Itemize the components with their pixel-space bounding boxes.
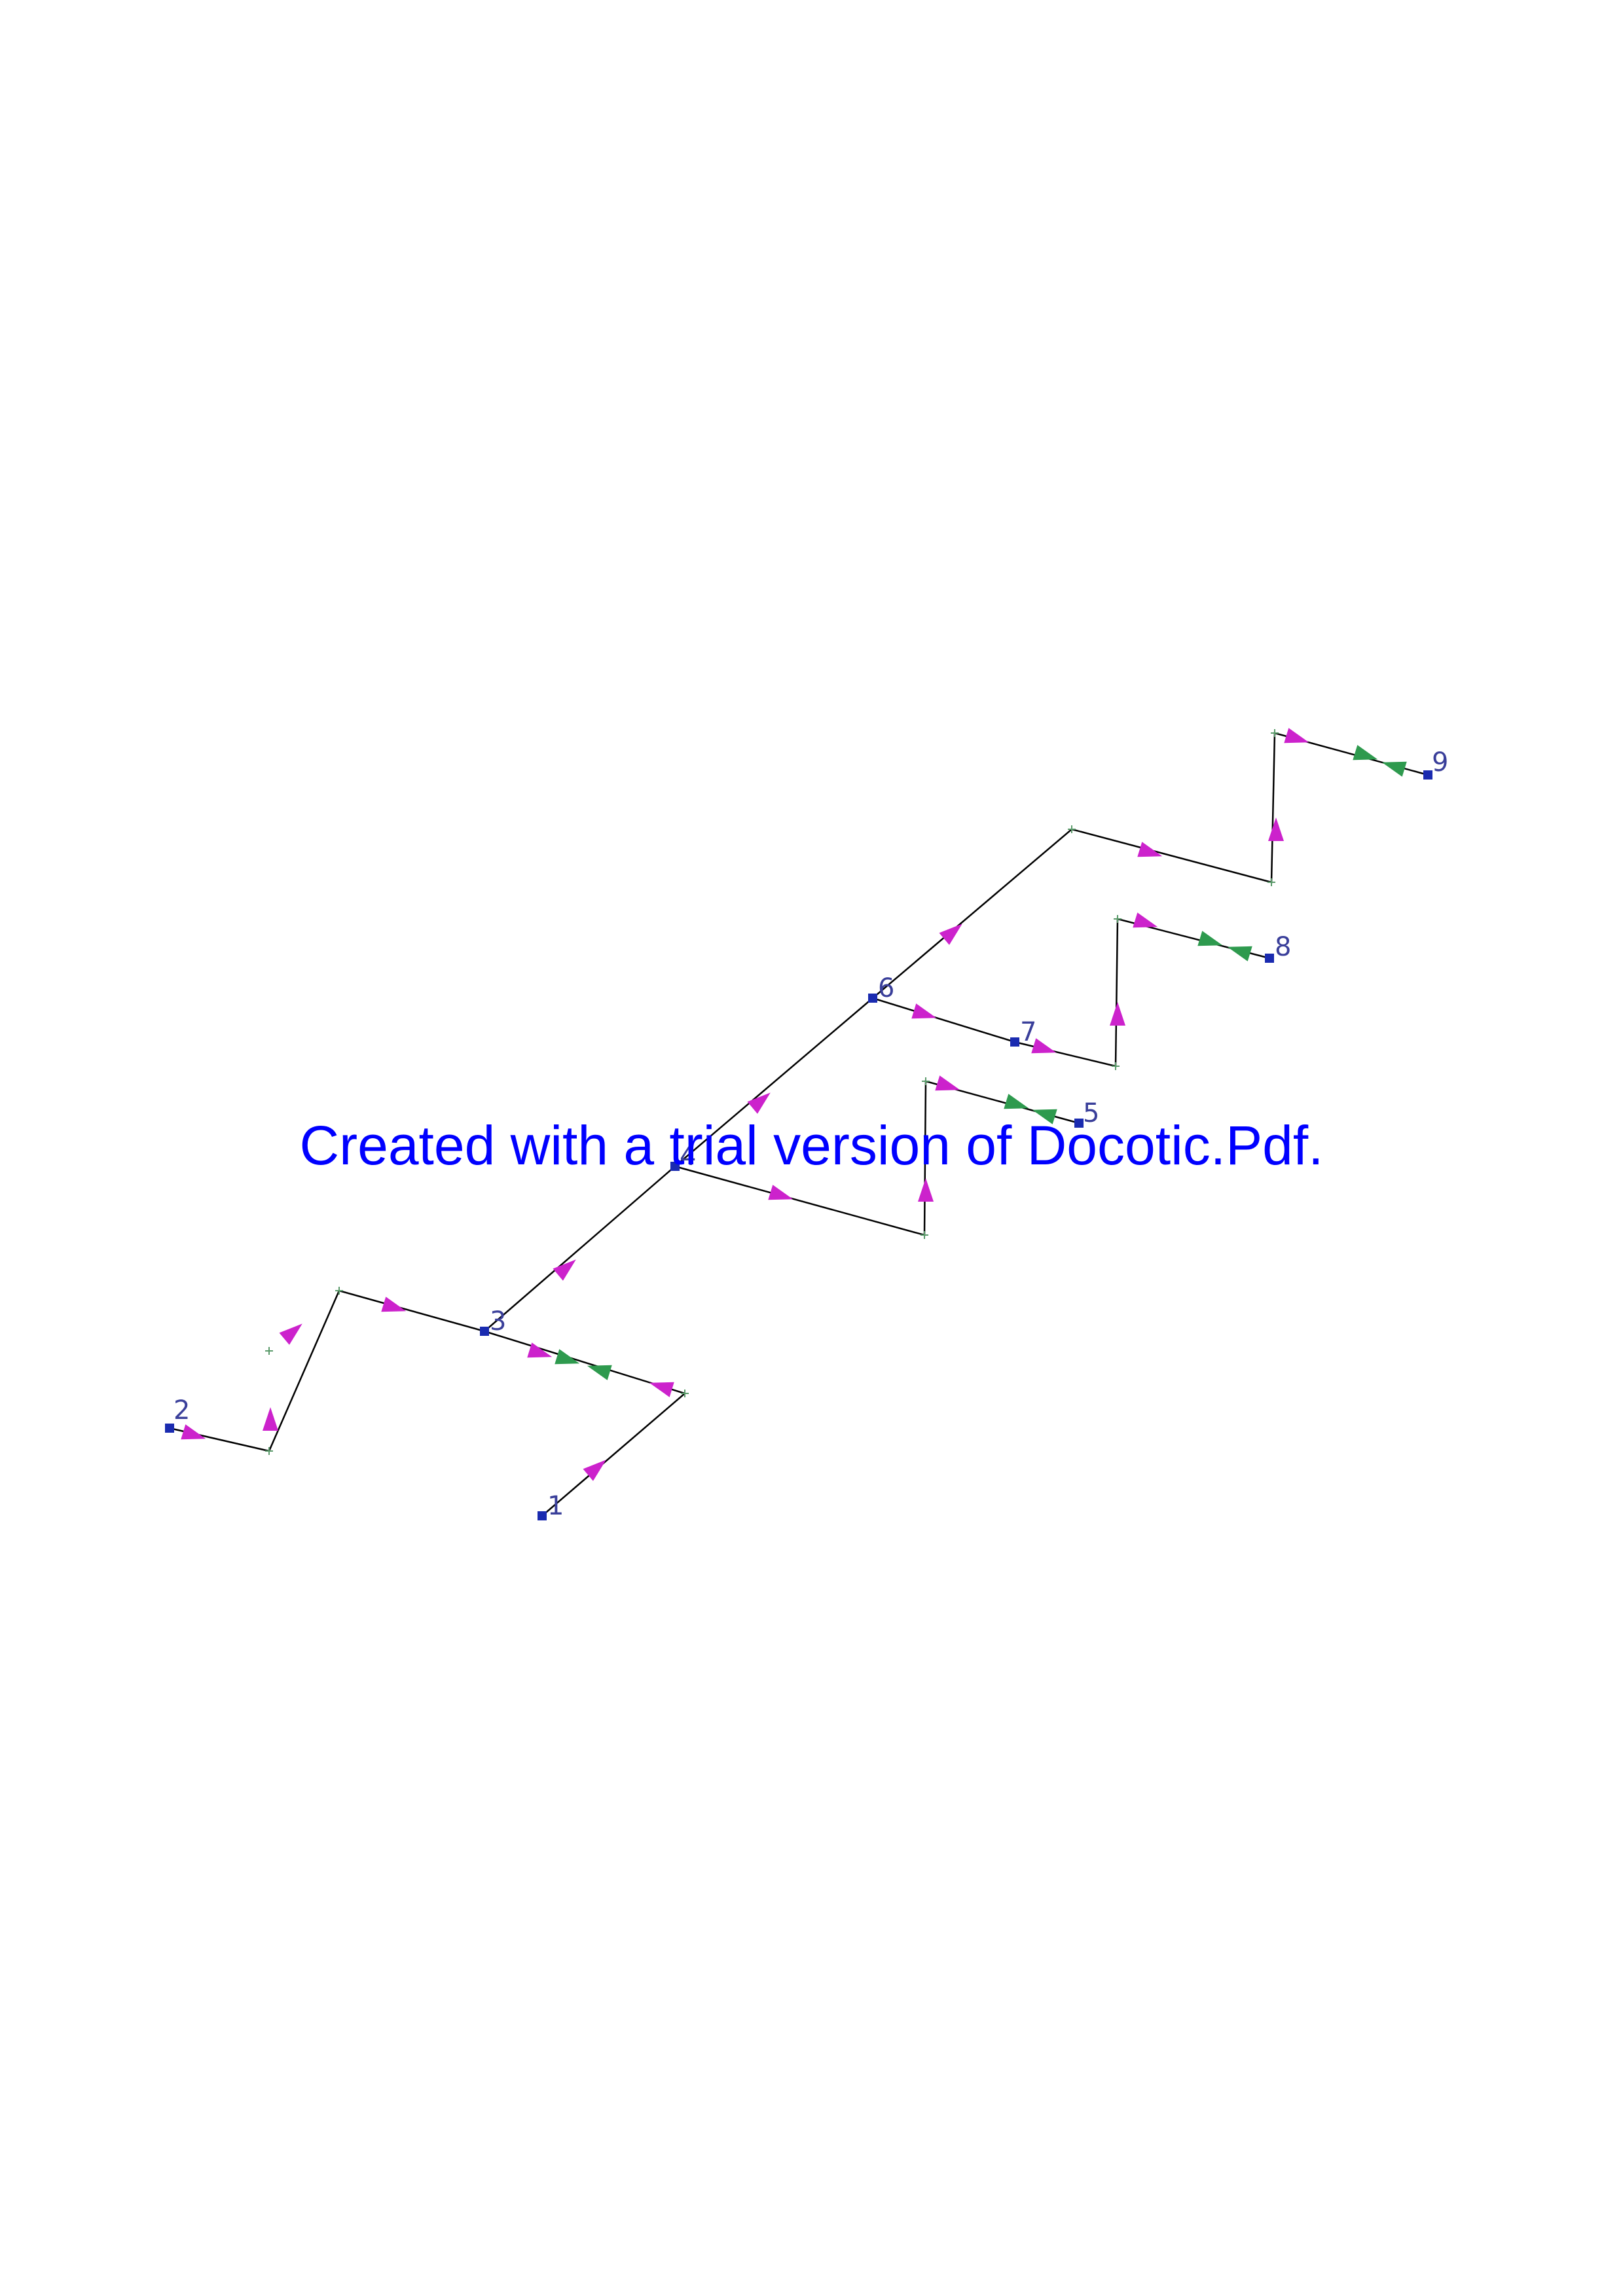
node-5-label: 5 xyxy=(1083,1098,1099,1128)
node-9-label: 9 xyxy=(1432,747,1448,778)
flow-arrow xyxy=(1133,912,1158,928)
flow-arrows xyxy=(181,728,1407,1481)
opposing-flow-arrow xyxy=(555,1349,580,1365)
node-1-label: 1 xyxy=(547,1491,564,1521)
opposing-flow-arrow xyxy=(1197,931,1223,946)
flow-arrow xyxy=(263,1407,278,1431)
flow-arrow xyxy=(553,1259,576,1281)
flow-arrow xyxy=(911,1003,937,1019)
flow-arrow xyxy=(527,1342,553,1358)
vertex-marker xyxy=(1271,729,1279,737)
watermark-text: Created with a trial version of Docotic.… xyxy=(299,1115,1324,1176)
flow-arrow xyxy=(1137,842,1163,857)
vertex-marker xyxy=(1112,1062,1120,1070)
node-6-marker xyxy=(868,994,877,1003)
node-3-label: 3 xyxy=(490,1306,506,1336)
vertex-marker xyxy=(1068,825,1076,833)
flow-arrow xyxy=(279,1323,302,1345)
opposing-flow-arrow xyxy=(587,1365,612,1380)
flow-arrow xyxy=(747,1092,771,1114)
node-1-marker xyxy=(538,1511,547,1520)
flow-arrow xyxy=(935,1075,960,1091)
opposing-flow-arrow xyxy=(1032,1109,1057,1124)
pipe-segment xyxy=(674,1080,1080,1236)
node-4-label: 4 xyxy=(680,1141,696,1172)
vertex-marker xyxy=(1267,878,1275,886)
flow-arrow xyxy=(181,1424,206,1440)
vertex-marker xyxy=(265,1447,273,1455)
vertex-marker xyxy=(681,1390,689,1397)
flow-arrow xyxy=(583,1460,606,1481)
vertex-marker xyxy=(921,1231,928,1239)
opposing-flow-arrow xyxy=(1381,761,1407,777)
flow-arrow xyxy=(381,1297,407,1312)
vertex-marker xyxy=(922,1077,930,1085)
flow-arrow xyxy=(768,1185,793,1200)
flow-arrow xyxy=(649,1382,674,1397)
opposing-flow-arrow xyxy=(1004,1094,1029,1109)
vertex-marker xyxy=(335,1287,343,1295)
pipe-vertices xyxy=(265,729,1279,1455)
node-6-label: 6 xyxy=(878,973,894,1003)
flow-arrow xyxy=(1031,1038,1057,1054)
node-4-marker xyxy=(670,1162,680,1171)
vertex-marker xyxy=(1114,915,1122,923)
node-7-marker xyxy=(1010,1037,1019,1047)
pipe-segment xyxy=(484,732,1429,1332)
node-9-marker xyxy=(1423,770,1432,780)
node-8-label: 8 xyxy=(1275,932,1291,962)
flow-arrow xyxy=(1284,728,1309,744)
pipe-segment xyxy=(169,1289,687,1516)
node-3-marker xyxy=(480,1327,489,1336)
vertex-marker xyxy=(265,1347,273,1355)
node-7-label: 7 xyxy=(1020,1017,1036,1047)
opposing-flow-arrow xyxy=(1353,745,1378,761)
node-8-marker xyxy=(1265,954,1274,963)
node-2-label: 2 xyxy=(173,1395,190,1426)
flow-arrow xyxy=(939,924,962,945)
nodes: 1 2 3 4 5 6 7 8 9 xyxy=(165,747,1448,1521)
flow-arrow xyxy=(1110,1002,1125,1026)
flow-arrow xyxy=(1268,817,1284,841)
opposing-flow-arrow xyxy=(1227,946,1252,961)
node-5-marker xyxy=(1074,1119,1084,1128)
flow-arrow xyxy=(918,1178,934,1202)
node-2-marker xyxy=(165,1424,174,1433)
